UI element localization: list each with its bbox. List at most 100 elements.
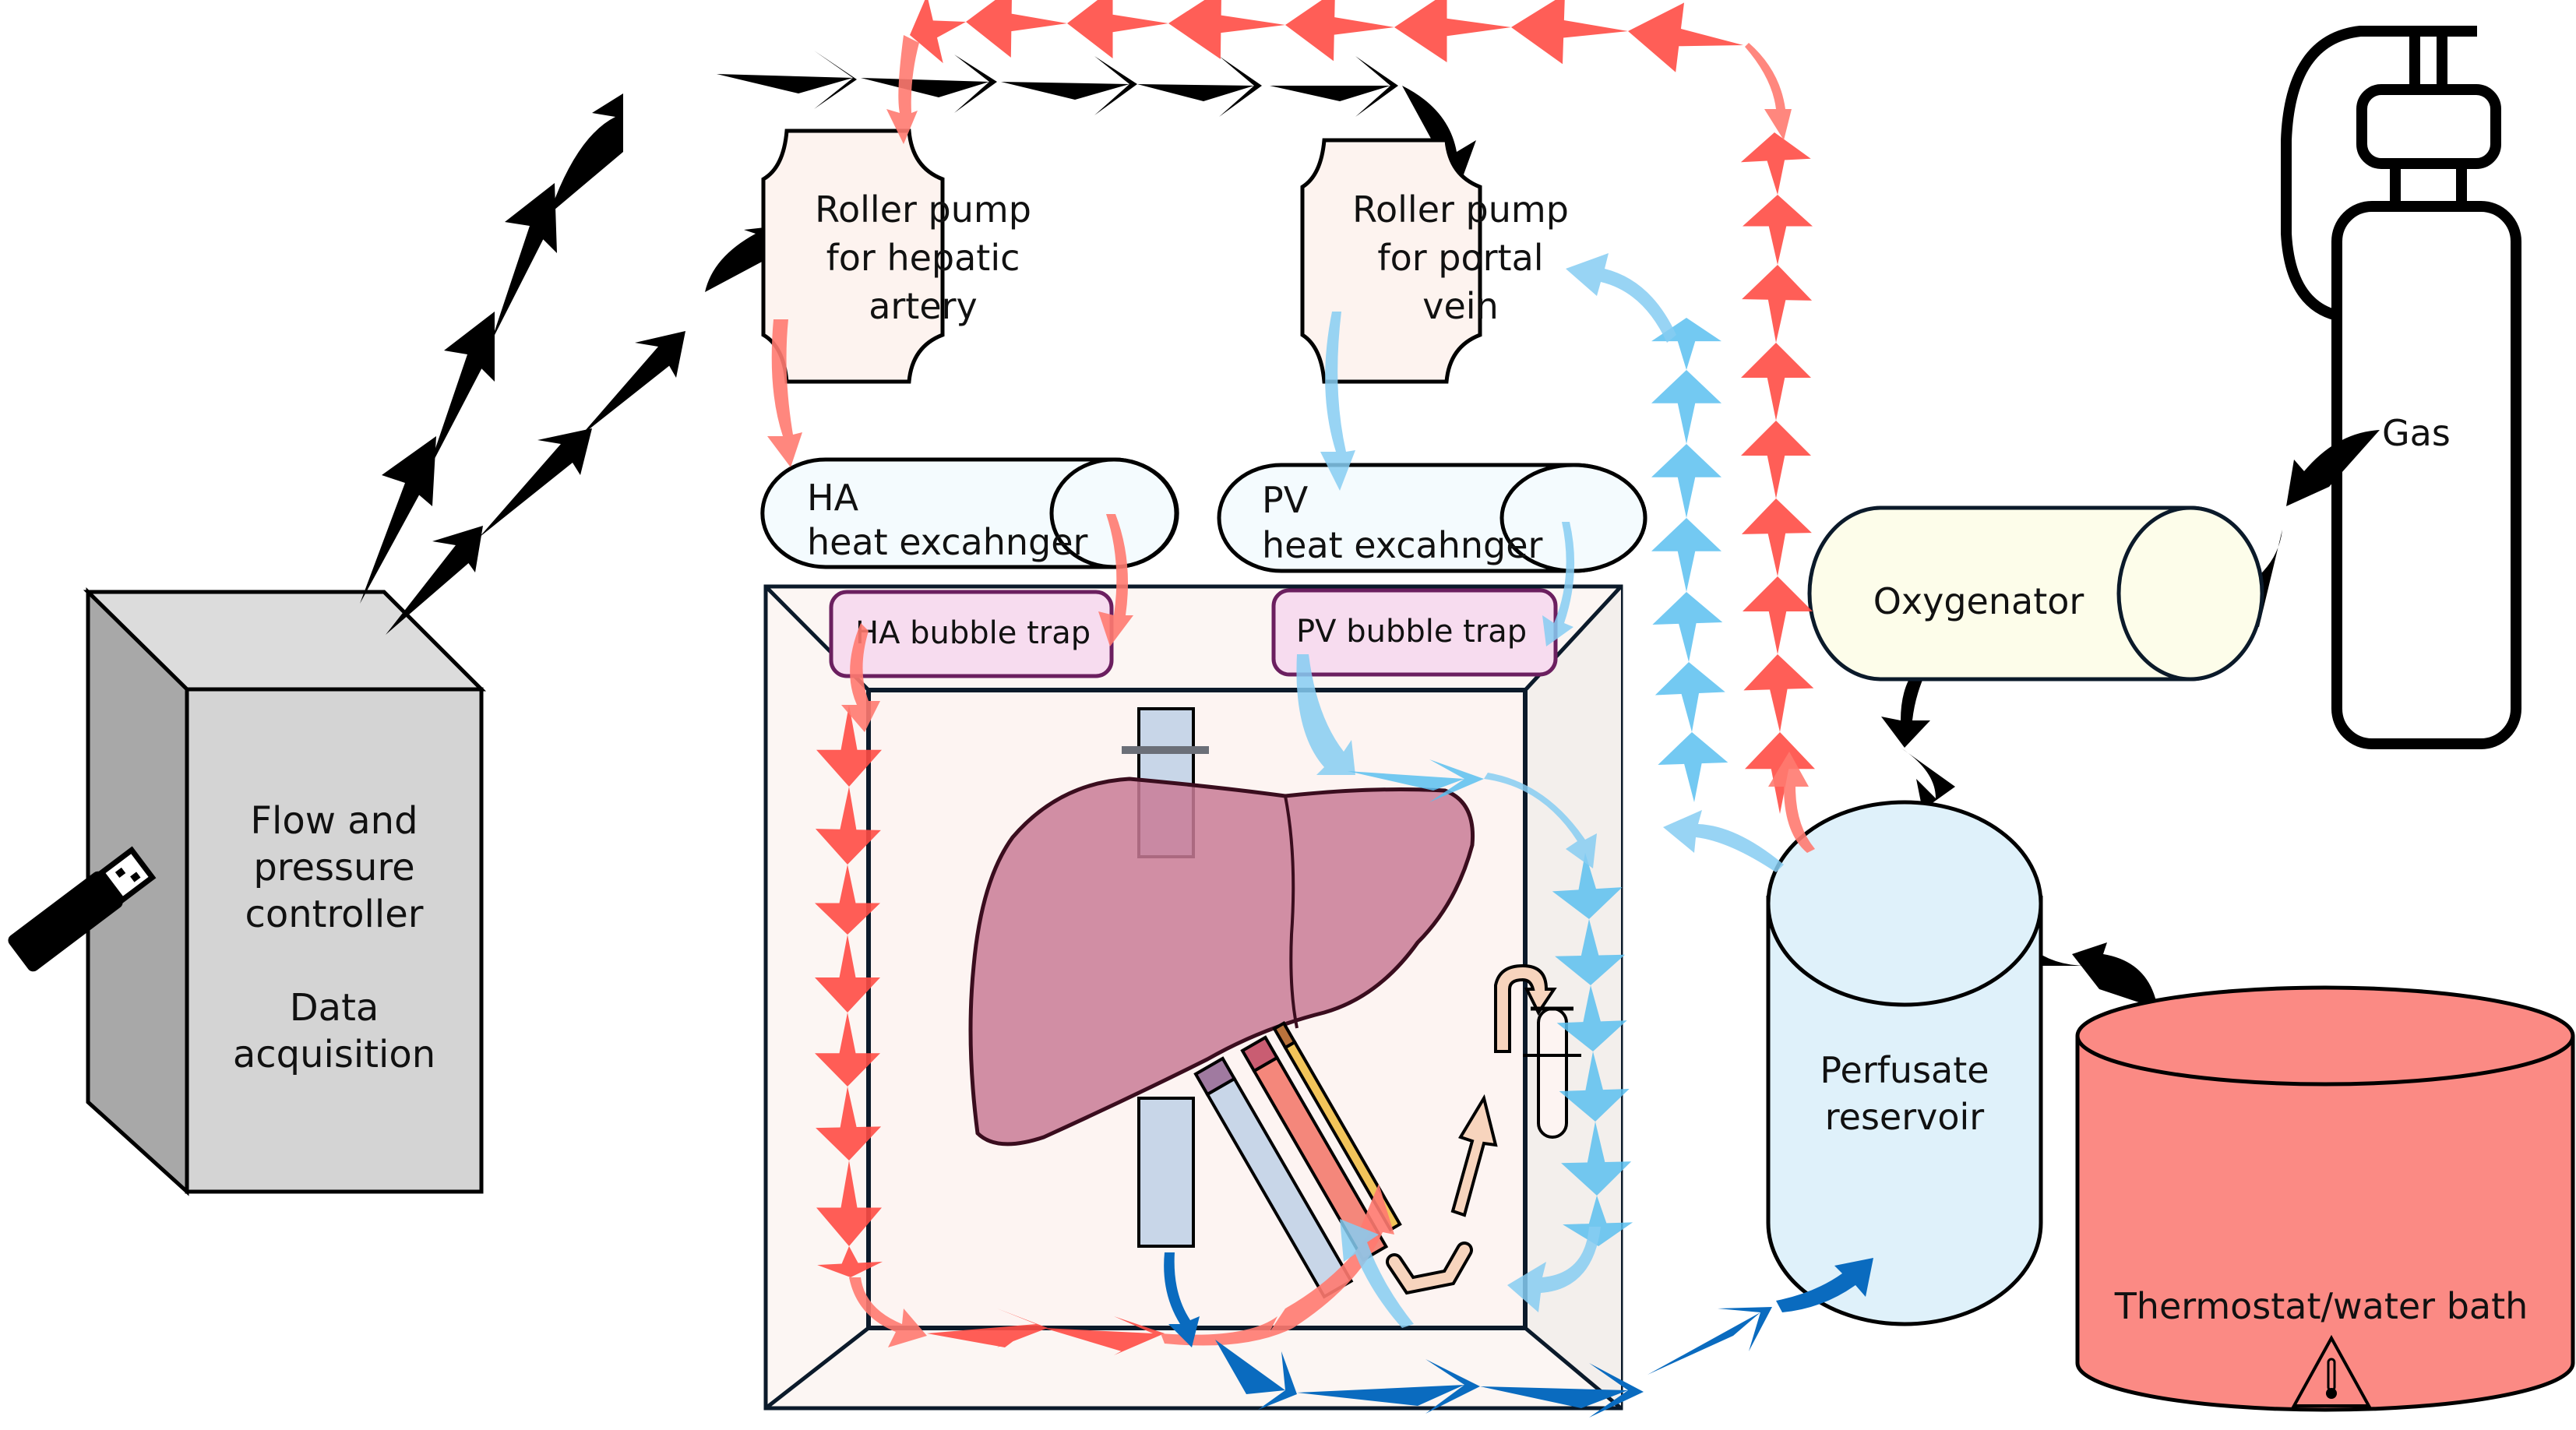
- control-arrow: [549, 93, 623, 214]
- controller-label-line5: acquisition: [233, 1033, 435, 1076]
- arterial-arrow: [1745, 43, 1792, 140]
- outflow-arrow: [1164, 1252, 1200, 1347]
- ha-heat-exchanger: HA heat excahnger: [760, 457, 1179, 569]
- control-arrow: [479, 428, 592, 537]
- arterial-arrow: [886, 35, 919, 144]
- water-bath-label: Thermostat/water bath: [2114, 1285, 2528, 1327]
- portal-arrow: [1566, 253, 1676, 343]
- arterial-arrow: [1768, 752, 1815, 853]
- arterial-arrow: [1161, 1184, 1394, 1346]
- portal-arrow: [1296, 654, 1355, 775]
- portal-arrow: [1561, 1122, 1632, 1196]
- outflow-arrow: [1215, 1340, 1297, 1410]
- outflow-arrow: [1776, 1258, 1873, 1312]
- portal-arrow: [1654, 662, 1725, 732]
- gas-cylinder-icon: [2281, 26, 2521, 749]
- arterial-arrow: [1741, 343, 1811, 421]
- arterial-arrow: [1628, 2, 1743, 72]
- control-arrow: [1270, 56, 1398, 117]
- controller-label-line1: Flow and: [250, 799, 418, 843]
- arterial-arrow: [1741, 498, 1812, 576]
- arterial-arrow: [816, 705, 882, 787]
- portal-arrow: [1555, 919, 1626, 985]
- arterial-arrow: [1098, 514, 1133, 646]
- ha-bubble-trap: HA bubble trap: [829, 590, 1114, 678]
- bile-tubing: [1389, 1245, 1470, 1291]
- ha-pump-label-line1: Roller pump: [815, 188, 1031, 231]
- infrahepatic-ivc-cannula: [1137, 1097, 1195, 1248]
- reservoir-label-line1: Perfusate: [1820, 1049, 1989, 1091]
- arterial-arrow: [1067, 0, 1168, 58]
- ha-bubble-trap-label: HA bubble trap: [855, 615, 1091, 651]
- arterial-flow-arrows: [767, 0, 1815, 1355]
- outflow-arrow: [1480, 1363, 1644, 1418]
- pv-pump-label-line1: Roller pump: [1352, 188, 1569, 231]
- arterial-arrow: [966, 0, 1067, 58]
- liver-lobe-line: [1284, 795, 1299, 1029]
- arterial-arrow: [815, 935, 880, 1013]
- arterial-arrow: [1743, 654, 1814, 732]
- arterial-arrow: [1394, 0, 1511, 62]
- pv-heat-exchanger: PV heat excahnger: [1217, 463, 1647, 573]
- portal-arrow: [1651, 444, 1721, 518]
- arterial-arrow: [1741, 421, 1811, 498]
- arterial-arrow: [1743, 576, 1813, 654]
- arterial-arrow: [817, 1246, 883, 1277]
- thermostat-water-bath: Thermostat/water bath: [2075, 985, 2575, 1412]
- pv-heat-exchanger-label-line2: heat excahnger: [1262, 524, 1542, 566]
- portal-flow-arrows: [1296, 253, 1784, 1328]
- control-arrow: [386, 526, 483, 635]
- ha-pump-label-line3: artery: [869, 285, 978, 327]
- thermometer-warning-icon: [2291, 1334, 2372, 1407]
- oxygenator: Oxygenator: [1807, 505, 2264, 682]
- control-arrow: [1402, 86, 1476, 183]
- arterial-arrow: [815, 787, 881, 865]
- portal-arrow: [1663, 810, 1784, 872]
- chamber-edge: [764, 1326, 870, 1410]
- control-arrow: [1137, 56, 1262, 117]
- control-arrow: [717, 51, 857, 109]
- control-arrow: [1001, 56, 1137, 115]
- bile-flow-arrow: [1450, 1094, 1498, 1217]
- portal-arrow: [1542, 522, 1575, 646]
- arterial-arrow: [1740, 132, 1811, 195]
- control-arrow: [427, 312, 495, 474]
- control-arrow: [580, 331, 685, 436]
- arterial-arrow: [1168, 0, 1285, 59]
- portal-arrow: [1651, 370, 1721, 444]
- pv-bubble-trap-label: PV bubble trap: [1296, 614, 1527, 650]
- perfusate-reservoir: Perfusate reservoir: [1766, 800, 2043, 1326]
- portal-arrow: [1556, 985, 1627, 1051]
- flow-pressure-controller: Flow and pressure controller Data acquis…: [83, 587, 487, 1196]
- arterial-arrow: [1511, 0, 1628, 65]
- arterial-arrow: [1285, 0, 1394, 62]
- liver-shape: [968, 777, 1475, 1146]
- portal-arrow: [1484, 773, 1597, 868]
- portal-arrow: [1559, 1051, 1630, 1122]
- arterial-arrow: [849, 1277, 927, 1347]
- heat-transfer-arrow: [2072, 942, 2158, 1009]
- cannula-clamp: [1122, 746, 1209, 754]
- arterial-arrow: [927, 1308, 1048, 1347]
- pv-bubble-trap: PV bubble trap: [1271, 588, 1558, 677]
- controller-label-line3: controller: [245, 893, 424, 936]
- arterial-arrow: [1044, 1316, 1165, 1355]
- arterial-arrow: [767, 319, 802, 467]
- ha-heat-exchanger-label-line1: HA: [807, 477, 859, 519]
- outflow-arrows: [1164, 1252, 1873, 1418]
- arterial-arrow: [1743, 195, 1813, 265]
- gas-label: Gas: [2382, 412, 2451, 454]
- portal-arrow: [1651, 518, 1721, 592]
- portal-arrow: [1563, 1196, 1633, 1246]
- controller-label-line2: pressure: [253, 846, 414, 889]
- control-signal-arrows: [360, 51, 2380, 1009]
- ha-heat-exchanger-label-line2: heat excahnger: [807, 521, 1087, 563]
- oxygenated-flow-arrow: [1901, 748, 1955, 810]
- bile-collection-tube-icon: [1523, 1006, 1581, 1139]
- portal-arrow: [1507, 1227, 1601, 1312]
- arterial-arrow: [816, 1161, 882, 1246]
- control-arrow: [491, 183, 557, 343]
- ha-roller-pump: Roller pump for hepatic artery: [761, 129, 1031, 384]
- control-arrow: [705, 226, 779, 292]
